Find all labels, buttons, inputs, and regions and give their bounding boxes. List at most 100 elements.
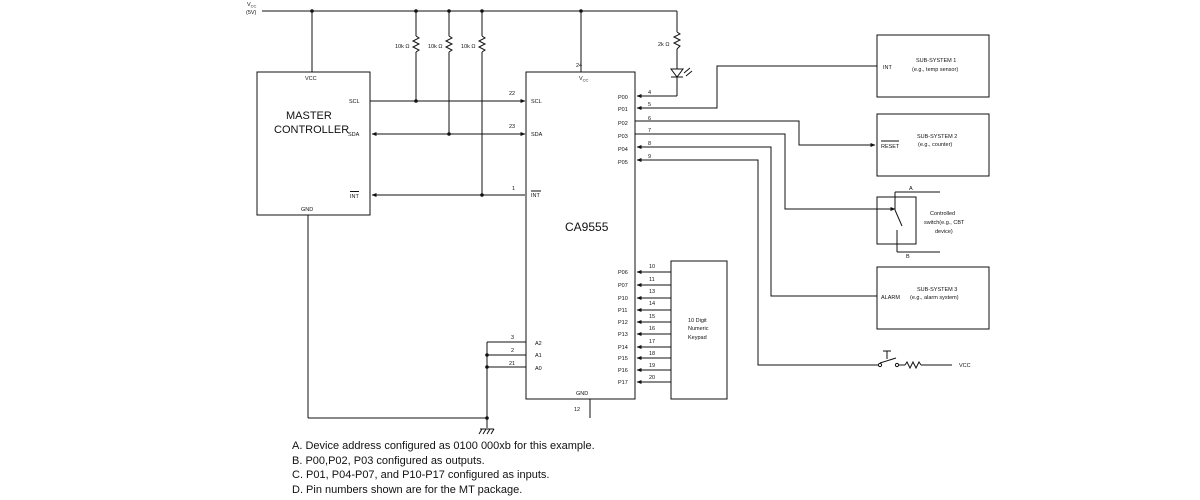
- pullup-resistor-scl: 10k Ω: [395, 11, 421, 103]
- master-controller: VCC MASTER CONTROLLER SCL SDA INT GND: [256, 71, 371, 216]
- chip-left-pins: SCL 22 SDA 23 INT 1 A2 3 A1 2 A0 21: [509, 91, 543, 372]
- subsystem-3: ALARM SUB-SYSTEM 3 (e.g., alarm system): [636, 145, 990, 330]
- subsystem-desc: (e.g., alarm system): [910, 295, 959, 301]
- address-pins-ground: [485, 341, 526, 428]
- resistor-label: 10k Ω: [461, 44, 476, 50]
- chip-pin-number: 23: [509, 124, 515, 130]
- led-indicator: 2k Ω: [636, 31, 693, 98]
- chip-pin-label: P01: [618, 107, 628, 113]
- chip-pin-label: P16: [618, 368, 628, 374]
- chip-pin-label: A0: [535, 366, 542, 372]
- chip-pin-number: 16: [649, 326, 655, 332]
- switch-label: switch(e.g., CBT: [924, 220, 965, 226]
- vcc-supply-label: VCC: [247, 2, 257, 9]
- chip-pin-number: 11: [649, 277, 655, 283]
- ground-symbol: [478, 428, 495, 435]
- subsystem-pin-label: INT: [883, 65, 893, 71]
- chip-pin-number: 19: [649, 363, 655, 369]
- chip-pin-label: SCL: [531, 99, 542, 105]
- vcc-supply-value: (5V): [246, 10, 257, 16]
- subsystem-title: SUB-SYSTEM 2: [917, 134, 957, 140]
- master-sda-label: SDA: [348, 132, 360, 138]
- note-line: A. Device address configured as 0100 000…: [292, 440, 595, 452]
- chip-pin-label: P14: [618, 345, 628, 351]
- ca9555-chip: VCC 24 CA9555 GND 12: [525, 63, 636, 418]
- chip-pin-label: A2: [535, 341, 542, 347]
- chip-pin-label: P00: [618, 95, 628, 101]
- chip-pin-label: P07: [618, 283, 628, 289]
- keypad-label: Keypad: [688, 335, 707, 341]
- chip-pin-number: 6: [648, 116, 651, 122]
- chip-pin-label: P02: [618, 121, 628, 127]
- chip-pin-label: P11: [618, 308, 627, 314]
- chip-pin-number: 14: [649, 301, 655, 307]
- switch-terminal-label: A: [909, 186, 913, 192]
- chip-pin-label: P03: [618, 134, 628, 140]
- master-title: CONTROLLER: [274, 124, 349, 136]
- chip-pin-number: 12: [574, 407, 580, 413]
- note-line: B. P00,P02, P03 configured as outputs.: [292, 454, 485, 467]
- chip-pin-number: 7: [648, 128, 651, 134]
- subsystem-pin-label: RESET: [881, 144, 900, 150]
- master-scl-label: SCL: [349, 99, 360, 105]
- chip-pin-number: 20: [649, 375, 655, 381]
- pushbutton-input: VCC: [636, 158, 971, 370]
- controlled-switch: A B Controlled switch(e.g., CBT device): [635, 133, 965, 260]
- master-gnd-label: GND: [301, 207, 313, 213]
- chip-pin-label: P17: [618, 380, 628, 386]
- chip-pin-label: P12: [618, 320, 628, 326]
- subsystem-desc: (e.g., counter): [918, 142, 952, 148]
- subsystem-1: INT SUB-SYSTEM 1 (e.g., temp sensor): [636, 34, 990, 110]
- chip-pin-number: 4: [648, 90, 651, 96]
- chip-name: CA9555: [565, 220, 609, 234]
- chip-pin-number: 3: [511, 335, 514, 341]
- chip-pin-label: INT: [531, 193, 541, 199]
- chip-pin-number: 1: [512, 186, 515, 192]
- resistor-label: 10k Ω: [395, 44, 410, 50]
- chip-pin-label: A1: [535, 353, 542, 359]
- chip-gnd-label: GND: [576, 391, 588, 397]
- pullup-resistor-int: 10k Ω: [461, 11, 487, 197]
- chip-pin-number: 10: [649, 264, 655, 270]
- switch-label: device): [935, 229, 953, 235]
- notes: A. Device address configured as 0100 000…: [292, 439, 595, 497]
- chip-pin-number: 9: [648, 154, 651, 160]
- master-vcc-label: VCC: [305, 76, 317, 82]
- chip-pin-label: P10: [618, 296, 628, 302]
- chip-pin-label: P06: [618, 270, 628, 276]
- subsystem-title: SUB-SYSTEM 3: [917, 287, 957, 293]
- chip-pin-number: 2: [511, 348, 514, 354]
- vcc-rail: [262, 9, 678, 72]
- resistor-label: 10k Ω: [428, 44, 443, 50]
- note-line: C. P01, P04-P07, and P10-P17 configured …: [292, 469, 550, 482]
- i2c-bus: [307, 99, 526, 419]
- chip-pin-label: P15: [618, 356, 628, 362]
- master-title: MASTER: [286, 110, 332, 122]
- chip-pin-label: SDA: [531, 132, 543, 138]
- numeric-keypad: 10 Digit Numeric Keypad: [636, 260, 728, 400]
- resistor-label: 2k Ω: [658, 42, 669, 48]
- chip-pin-number: 21: [509, 361, 515, 367]
- subsystem-pin-label: ALARM: [881, 295, 900, 301]
- chip-pin-number: 5: [648, 102, 651, 108]
- chip-vcc-label: VCC: [579, 76, 589, 83]
- chip-pin-label: P05: [618, 160, 628, 166]
- pullup-resistor-sda: 10k Ω: [428, 11, 454, 136]
- chip-pin-number: 15: [649, 314, 655, 320]
- pushbutton-vcc-label: VCC: [959, 363, 971, 369]
- subsystem-desc: (e.g., temp sensor): [912, 67, 958, 73]
- keypad-label: Numeric: [688, 326, 709, 332]
- subsystem-title: SUB-SYSTEM 1: [916, 58, 956, 64]
- chip-pin-number: 22: [509, 91, 515, 97]
- keypad-label: 10 Digit: [688, 318, 707, 324]
- chip-pin-label: P13: [618, 332, 628, 338]
- chip-right-pins: P00 4 P01 5 P02 6 P03 7 P04 8 P05 9 P06 …: [618, 90, 655, 386]
- switch-terminal-label: B: [906, 254, 910, 260]
- chip-pin-number: 13: [649, 289, 655, 295]
- chip-pin-number: 8: [648, 141, 651, 147]
- master-int-label: INT: [350, 194, 360, 200]
- subsystem-2: RESET SUB-SYSTEM 2 (e.g., counter): [635, 113, 990, 177]
- chip-pin-label: P04: [618, 147, 628, 153]
- note-line: D. Pin numbers shown are for the MT pack…: [292, 483, 523, 496]
